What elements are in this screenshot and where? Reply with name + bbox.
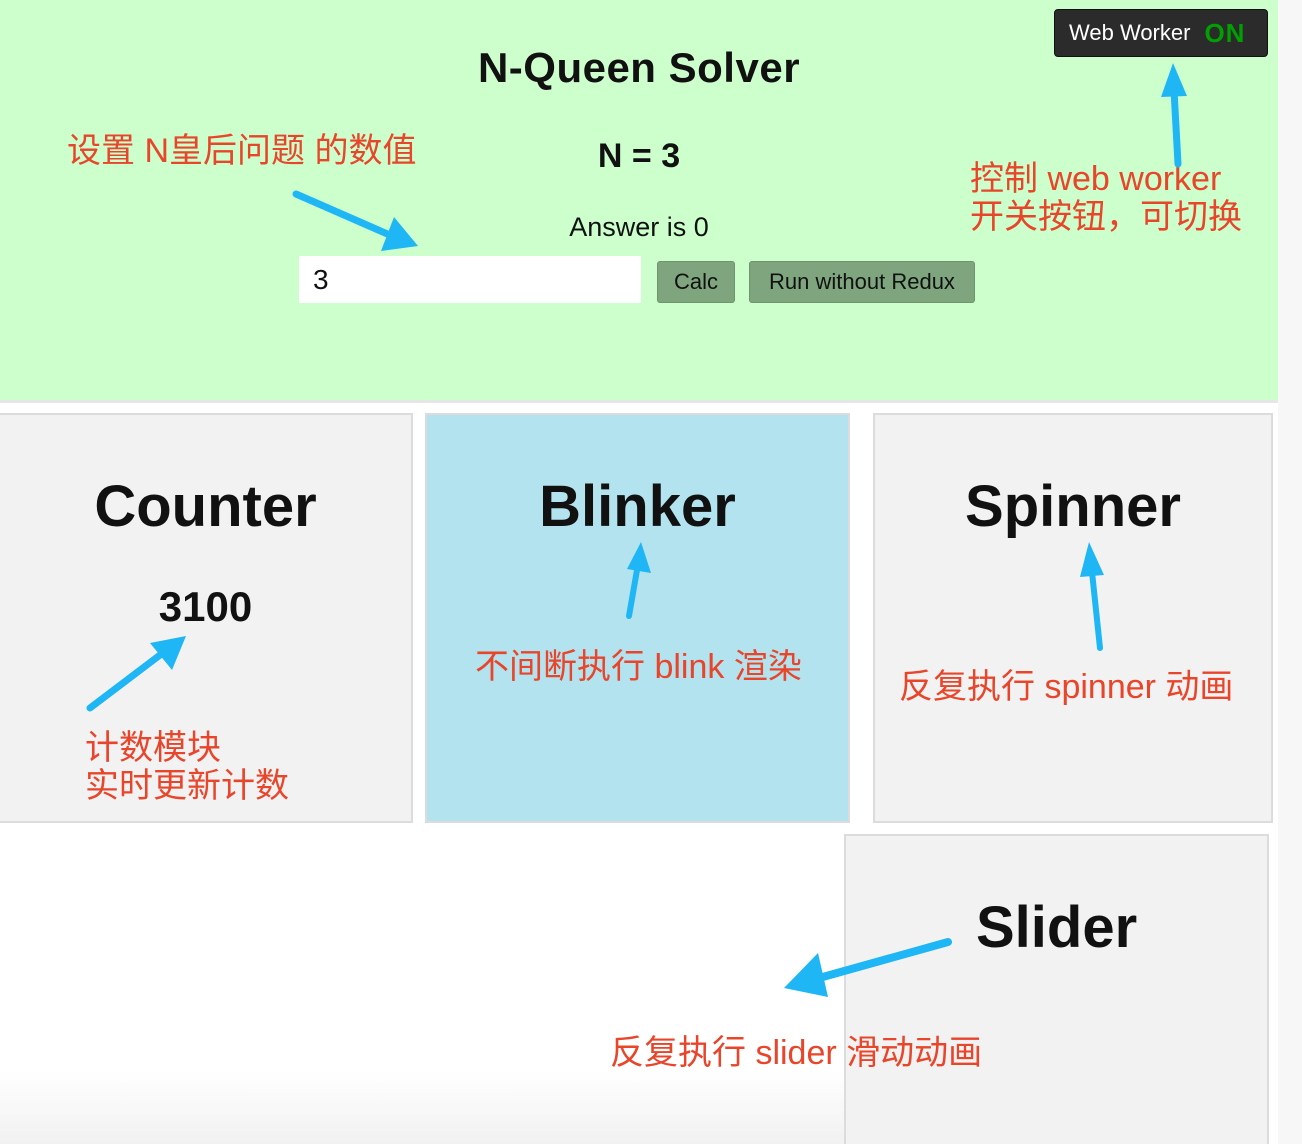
annotation-counter-line1: 计数模块 — [85, 729, 221, 767]
scroll-gutter — [1278, 0, 1302, 1144]
counter-title: Counter — [94, 474, 317, 539]
web-worker-toggle-state: ON — [1204, 17, 1246, 48]
bottom-fade — [0, 1070, 844, 1144]
slider-title: Slider — [976, 895, 1138, 960]
n-input[interactable] — [299, 256, 641, 303]
arrow-counter-icon — [86, 636, 186, 712]
annotation-blinker: 不间断执行 blink 渲染 — [475, 648, 802, 686]
n-queen-solver-panel: N-Queen Solver N = 3 Answer is 0 Calc Ru… — [0, 0, 1278, 400]
counter-card: Counter 3100 — [0, 413, 413, 823]
panel-divider — [0, 400, 1278, 403]
annotation-slider: 反复执行 slider 滑动动画 — [610, 1034, 983, 1072]
spinner-title: Spinner — [965, 474, 1181, 539]
counter-value: 3100 — [158, 583, 253, 630]
page-title: N-Queen Solver — [477, 44, 801, 91]
arrow-blinker-icon — [626, 542, 651, 619]
blinker-card: Blinker — [425, 413, 850, 823]
arrow-web-worker-icon — [1161, 63, 1187, 168]
web-worker-toggle-label: Web Worker — [1069, 20, 1191, 45]
slider-card: Slider — [844, 834, 1269, 1144]
web-worker-toggle[interactable]: Web Worker ON — [1054, 9, 1268, 57]
arrow-spinner-icon — [1080, 542, 1104, 651]
annotation-web-worker-line2: 开关按钮，可切换 — [970, 198, 1242, 236]
blinker-title: Blinker — [539, 474, 736, 539]
annotation-counter-line2: 实时更新计数 — [85, 767, 289, 805]
annotation-n-setting: 设置 N皇后问题 的数值 — [67, 132, 417, 170]
spinner-card: Spinner — [873, 413, 1273, 823]
annotation-web-worker: 控制 web worker 开关按钮，可切换 — [970, 160, 1242, 236]
arrow-slider-icon — [784, 938, 952, 997]
arrow-n-input-icon — [292, 190, 418, 251]
calc-button[interactable]: Calc — [657, 261, 735, 303]
annotation-spinner: 反复执行 spinner 动画 — [899, 668, 1234, 706]
annotation-counter: 计数模块 实时更新计数 — [85, 729, 289, 805]
run-without-redux-button[interactable]: Run without Redux — [749, 261, 975, 303]
n-value-label: N = 3 — [597, 137, 681, 175]
answer-label: Answer is 0 — [569, 212, 709, 242]
